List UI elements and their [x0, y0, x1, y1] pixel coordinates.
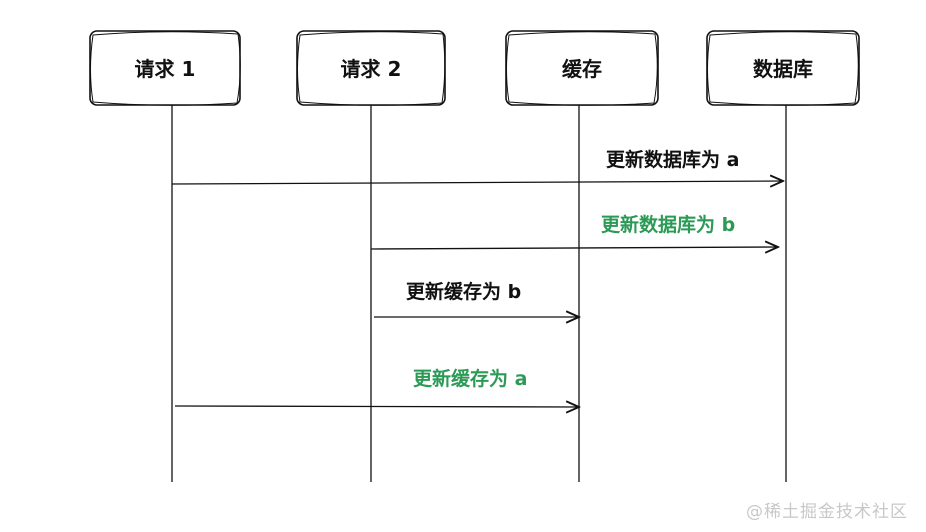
- participant-label-db: 数据库: [753, 57, 813, 81]
- message-arrow-1: [171, 181, 783, 184]
- message-4: 更新缓存为 a: [174, 367, 579, 407]
- message-arrow-2: [370, 247, 778, 249]
- participant-cache: 缓存: [505, 30, 659, 482]
- message-label-1: 更新数据库为 a: [606, 148, 739, 171]
- message-label-3: 更新缓存为 b: [406, 280, 521, 303]
- participant-label-req2: 请求 2: [341, 57, 402, 81]
- message-3: 更新缓存为 b: [374, 280, 579, 317]
- participant-label-cache: 缓存: [562, 57, 602, 81]
- watermark: @稀土掘金技术社区: [746, 502, 908, 522]
- message-1: 更新数据库为 a: [171, 148, 783, 184]
- message-arrow-4: [174, 406, 579, 407]
- participant-label-req1: 请求 1: [135, 57, 196, 81]
- message-2: 更新数据库为 b: [370, 213, 778, 249]
- message-label-4: 更新缓存为 a: [413, 367, 527, 390]
- message-label-2: 更新数据库为 b: [601, 213, 735, 236]
- participant-db: 数据库: [706, 30, 860, 482]
- participant-req2: 请求 2: [296, 30, 446, 482]
- participant-req1: 请求 1: [89, 30, 241, 482]
